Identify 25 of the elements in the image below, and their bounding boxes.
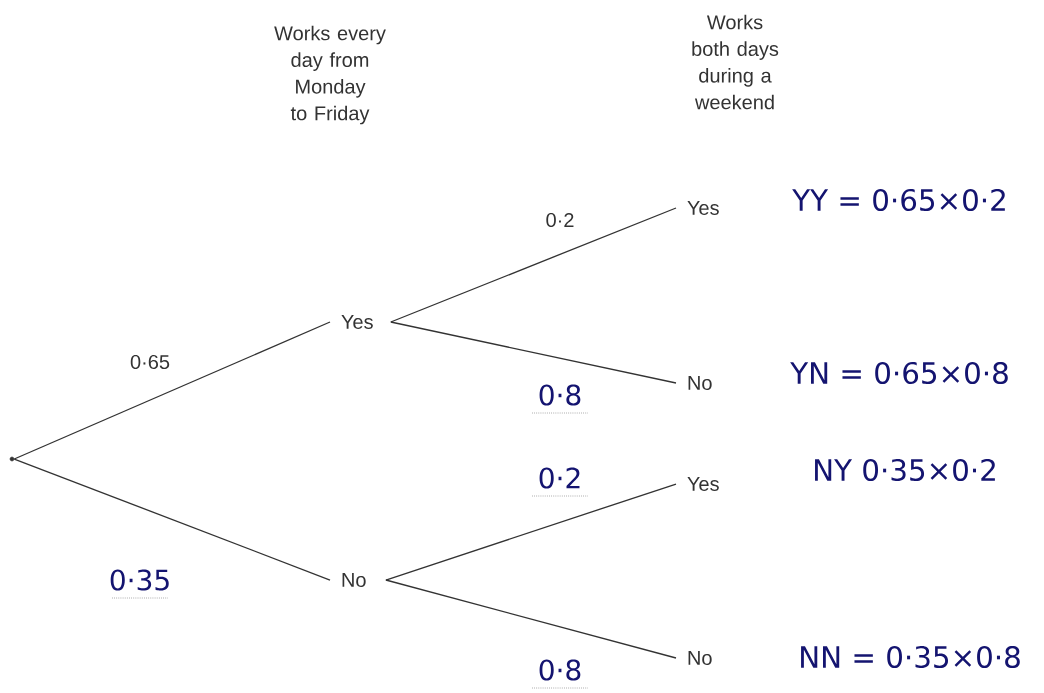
outcome-label: No — [342, 573, 366, 587]
edge-label: 0·2 — [546, 212, 574, 228]
branch-line — [385, 579, 677, 659]
branch-line — [385, 483, 677, 581]
branch-line — [390, 321, 677, 384]
edge-label: 0·8 — [539, 384, 581, 406]
outcome-label: Yes — [341, 315, 373, 329]
edge-label: 0·35 — [110, 569, 169, 591]
handwritten-answer: NN = 0·35×0·8 — [801, 645, 1020, 669]
edge-label: 0·65 — [130, 354, 170, 370]
edge-label: 0·8 — [539, 659, 581, 681]
branch-line — [390, 207, 677, 323]
branch-line — [13, 321, 331, 460]
column-heading: Works every day from Monday to Friday — [274, 25, 386, 125]
handwritten-answer: YN = 0·65×0·8 — [790, 361, 1008, 385]
edge-label: 0·2 — [539, 467, 580, 489]
handwritten-answer: YY = 0·65×0·2 — [792, 188, 1005, 212]
column-heading: Works both days during a weekend — [692, 14, 779, 110]
outcome-label: Yes — [687, 477, 719, 491]
outcome-label: No — [688, 651, 712, 665]
outcome-label: Yes — [687, 201, 719, 215]
branch-line — [13, 458, 331, 581]
handwritten-answer: NY 0·35×0·2 — [815, 458, 995, 482]
branch-point — [9, 456, 15, 462]
outcome-label: No — [688, 376, 712, 390]
